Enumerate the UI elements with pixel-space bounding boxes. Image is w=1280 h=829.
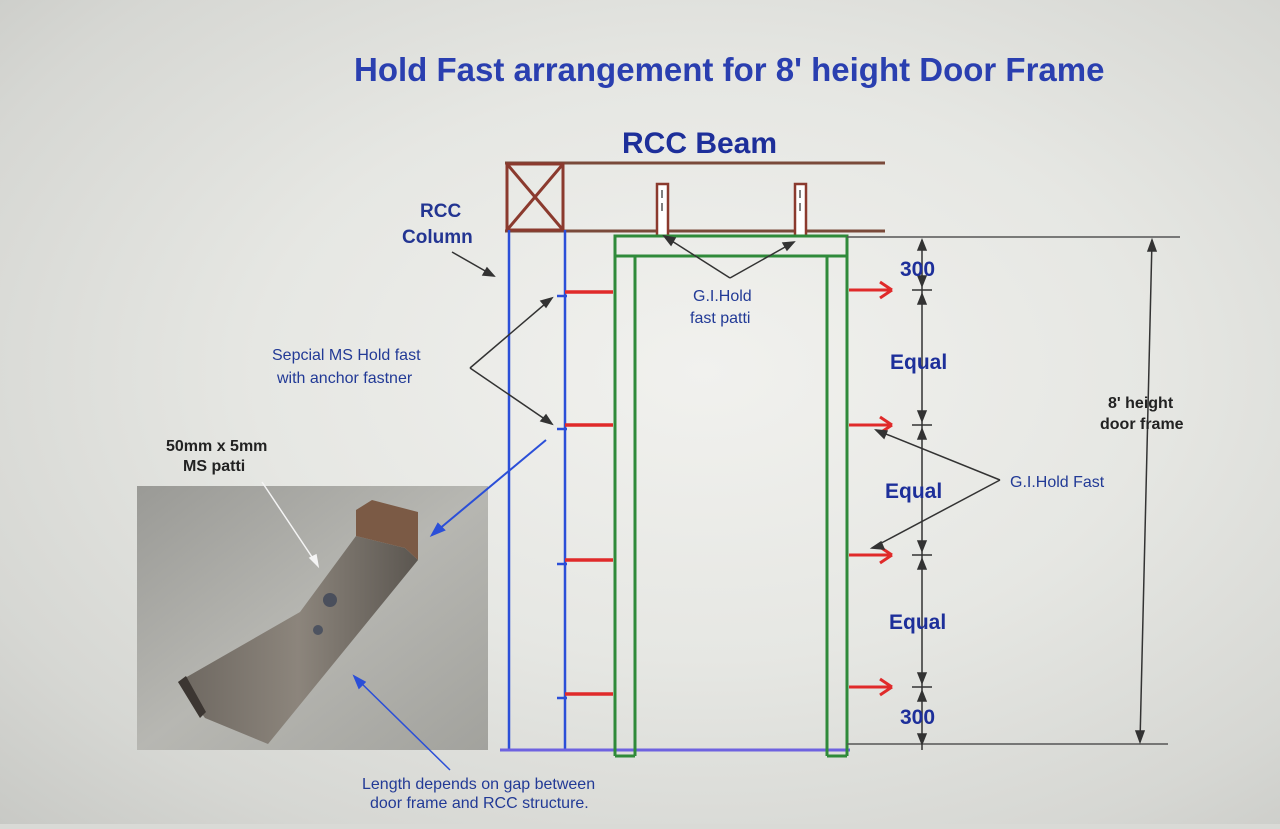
dimension-equal-3: Equal <box>889 611 946 634</box>
gi-patti-pointer <box>662 234 796 279</box>
gi-patti-label-line2: fast patti <box>690 310 750 327</box>
length-pointer <box>352 674 451 771</box>
gi-holdfast-4 <box>849 677 893 697</box>
gi-holdfast-pointer <box>869 429 1001 550</box>
door-frame <box>613 234 849 758</box>
ms-patti-pointer <box>261 481 320 569</box>
ms-holdfast-2 <box>557 423 613 431</box>
dimension-bottom-300: 300 <box>900 706 935 729</box>
photo-anchor-pointer <box>429 439 547 538</box>
rcc-column-label-line1: RCC <box>420 201 461 222</box>
dimension-equal-2: Equal <box>885 480 942 503</box>
dimension-top-300: 300 <box>900 258 935 281</box>
beam-patti-1 <box>655 182 670 238</box>
rcc-column-pointer <box>451 251 496 277</box>
length-note-line2: door frame and RCC structure. <box>370 795 589 812</box>
ms-holdfast-label-line1: Sepcial MS Hold fast <box>272 347 421 364</box>
ms-holdfast-1 <box>557 290 613 298</box>
gi-holdfast-1 <box>849 280 893 300</box>
diagram-title: Hold Fast arrangement for 8' height Door… <box>354 51 1104 88</box>
dimension-equal-1: Equal <box>890 351 947 374</box>
height-label-line1: 8' height <box>1108 395 1174 412</box>
gi-holdfast-label: G.I.Hold Fast <box>1010 474 1105 491</box>
length-note-line1: Length depends on gap between <box>362 776 595 793</box>
rcc-column-label-line2: Column <box>402 227 473 248</box>
ms-patti-label-line2: MS patti <box>183 458 245 475</box>
ms-holdfast-pointer <box>469 296 554 426</box>
overall-height-dimension <box>1134 237 1158 745</box>
ms-patti-label-line1: 50mm x 5mm <box>166 438 267 455</box>
dimension-chain <box>912 237 932 750</box>
height-label-line2: door frame <box>1100 416 1184 433</box>
gi-holdfast-3 <box>849 545 893 565</box>
ms-holdfast-4 <box>557 692 613 700</box>
ms-holdfast-label-line2: with anchor fastner <box>276 370 413 387</box>
ms-holdfast-photo <box>137 486 488 750</box>
ms-holdfast-3 <box>557 558 613 566</box>
gi-patti-label-line1: G.I.Hold <box>693 288 752 305</box>
beam-patti-2 <box>793 182 808 238</box>
rcc-beam-label: RCC Beam <box>622 127 777 160</box>
column-cross-section <box>505 162 565 232</box>
